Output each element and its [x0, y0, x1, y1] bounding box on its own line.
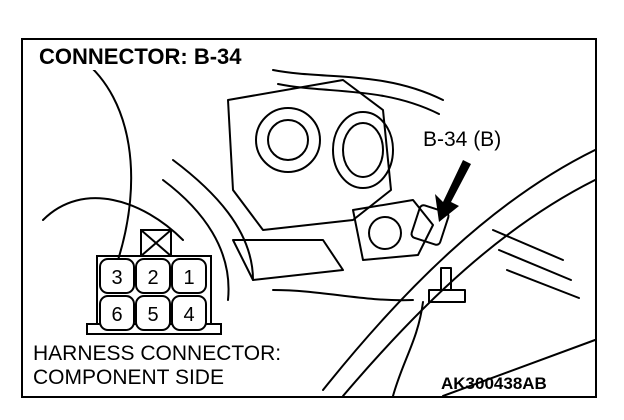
harness-label-line1: HARNESS CONNECTOR:: [33, 342, 282, 365]
throttle-bore-outer: [255, 107, 321, 173]
fender-curve-inner: [342, 179, 595, 396]
pin-label-3: 3: [111, 267, 122, 289]
engine-illustration: 3 2 1 6 5 4: [42, 59, 595, 396]
callout-arrow: [435, 160, 471, 222]
pin-label-5: 5: [147, 304, 158, 326]
grille-lines: [492, 229, 580, 299]
sensor-body: [352, 199, 434, 261]
throttle-bore-inner: [267, 119, 309, 161]
pin-cell-6: [99, 295, 135, 331]
hose-upper-2: [277, 83, 440, 115]
hood-curve-left: [42, 197, 184, 241]
bracket: [232, 239, 344, 281]
pin-cell-2: [135, 258, 171, 294]
connector-b34-shape: [410, 204, 450, 246]
pin-cell-4: [171, 295, 207, 331]
pin-label-6: 6: [111, 304, 122, 326]
hose-upper: [272, 69, 444, 101]
harness-wire-1: [172, 159, 254, 281]
hose-lower: [272, 289, 414, 302]
connector-callout-label: B-34 (B): [421, 128, 504, 152]
harness-label-line2: COMPONENT SIDE: [33, 366, 224, 389]
harness-wire-2: [162, 179, 230, 301]
lower-panel-line: [442, 339, 595, 396]
sensor-cap: [368, 216, 402, 250]
pin-cell-5: [135, 295, 171, 331]
pin-cell-3: [99, 258, 135, 294]
bolt-base: [428, 289, 466, 303]
pin-label-1: 1: [183, 267, 194, 289]
intake-flange-inner: [342, 122, 384, 178]
pin-cell-1: [171, 258, 207, 294]
pin-label-2: 2: [147, 267, 158, 289]
body-panel-curve: [82, 59, 133, 261]
connector-pins: 3 2 1 6 5 4: [99, 258, 207, 331]
throttle-body-housing: [227, 79, 392, 231]
intake-flange: [332, 111, 394, 189]
harness-connector-label: HARNESS CONNECTOR: COMPONENT SIDE: [33, 342, 286, 390]
diagram-frame: 3 2 1 6 5 4 CONNECTOR: B-34 B-34 (B) HARNESS …: [21, 38, 597, 398]
connector-key-cross: [140, 229, 172, 257]
connector-title: CONNECTOR: B-34: [39, 44, 246, 70]
fender-curve: [322, 149, 595, 391]
bracket-lower: [392, 301, 424, 396]
pin-label-4: 4: [183, 304, 194, 326]
figure-code: AK300438AB: [441, 374, 547, 393]
